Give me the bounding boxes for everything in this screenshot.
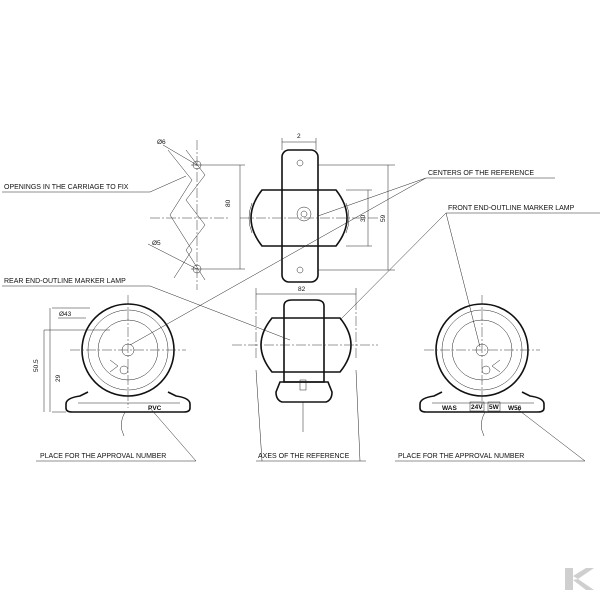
marking-5w: 5W	[489, 404, 500, 411]
label-axes: AXES OF THE REFERENCE	[258, 453, 350, 460]
marking-pvc: PVC	[148, 405, 162, 412]
dim-phi5: Ø5	[152, 240, 161, 247]
label-approval-left: PLACE FOR THE APPROVAL NUMBER	[40, 453, 166, 460]
kramp-logo	[565, 568, 594, 590]
label-approval-right: PLACE FOR THE APPROVAL NUMBER	[398, 453, 524, 460]
marking-w56: W56	[508, 405, 522, 412]
label-rear-lamp: REAR END-OUTLINE MARKER LAMP	[4, 278, 126, 285]
label-openings: OPENINGS IN THE CARRIAGE TO FIX	[4, 184, 129, 191]
leader-lines	[2, 175, 600, 462]
dim-top-2: 2	[297, 133, 301, 140]
dim-29: 29	[55, 374, 62, 382]
rear-view: PVC 50.5 29 Ø43	[33, 295, 191, 437]
top-view: 2 30 59 82	[240, 133, 395, 300]
dim-phi43: Ø43	[59, 311, 72, 318]
marking-was: WAS	[442, 405, 457, 412]
dim-phi6: Ø6	[157, 139, 166, 146]
dim-80: 80	[225, 199, 232, 207]
label-front-lamp: FRONT END-OUTLINE MARKER LAMP	[448, 205, 575, 212]
front-view: WAS 24V 5W W56	[419, 295, 545, 437]
side-view	[232, 299, 378, 432]
label-centers: CENTERS OF THE REFERENCE	[428, 170, 534, 177]
dim-50-5: 50.5	[33, 359, 40, 372]
dim-30: 30	[360, 214, 367, 222]
mounting-holes-view: 80 Ø6 Ø5	[147, 139, 245, 290]
dim-59: 59	[380, 214, 387, 222]
dim-82: 82	[298, 286, 306, 293]
marking-24v: 24V	[471, 404, 483, 411]
